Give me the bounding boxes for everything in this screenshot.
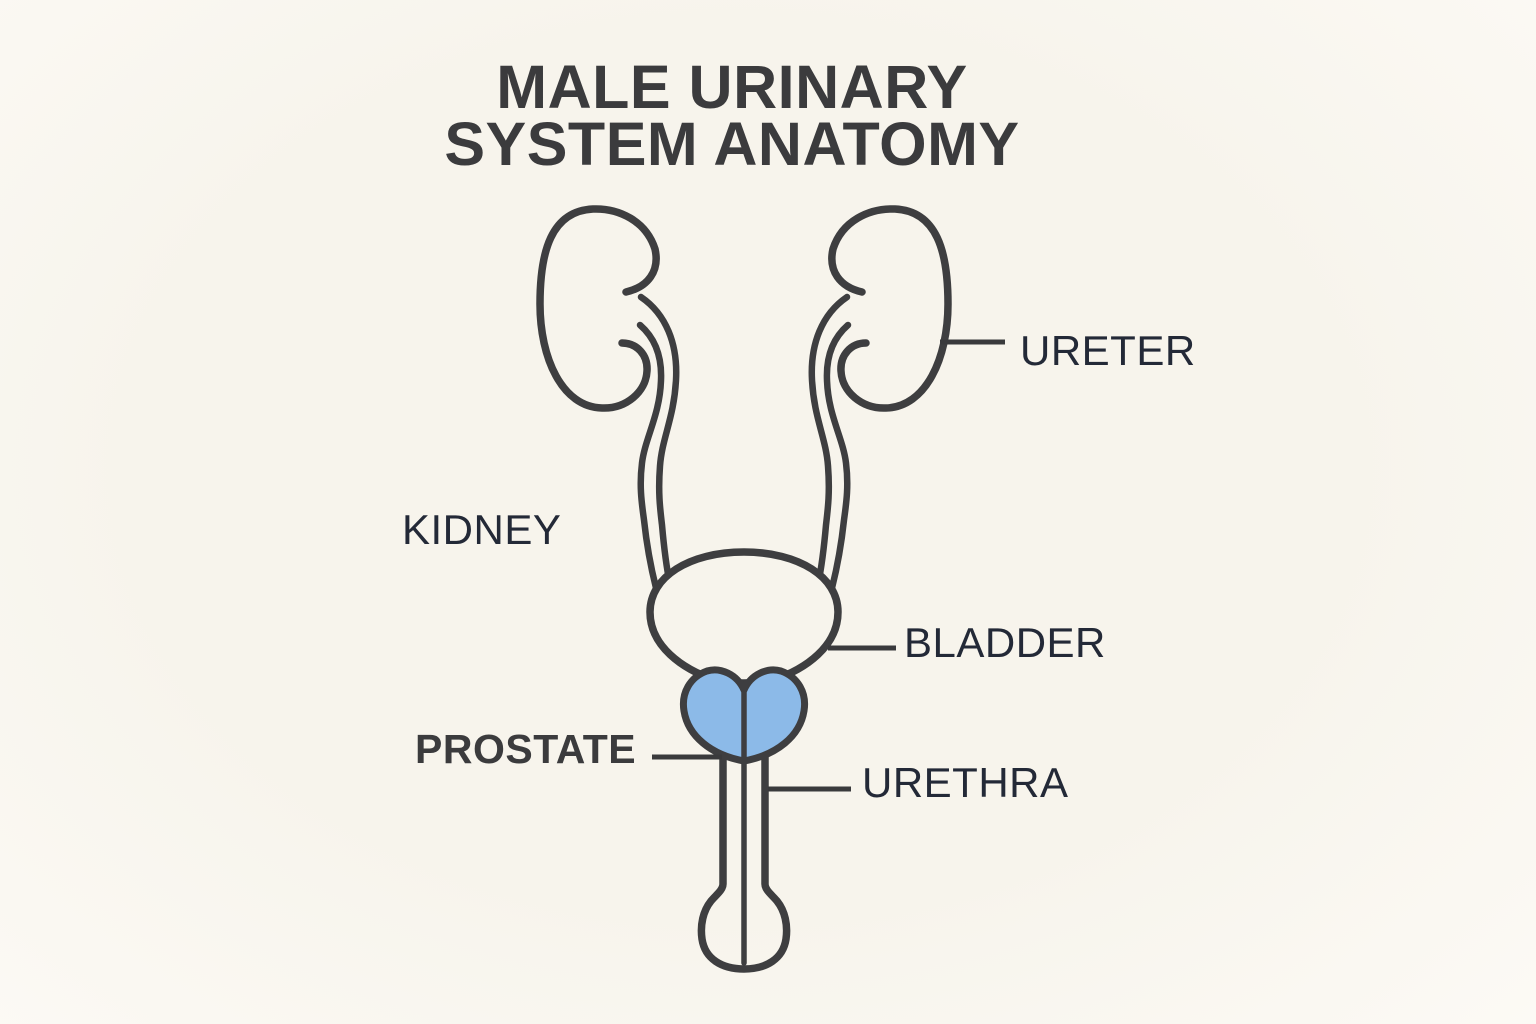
left-kidney-shape — [536, 205, 660, 412]
kidney-label: KIDNEY — [402, 506, 562, 553]
bladder-shape — [646, 548, 842, 687]
urethra-shape — [697, 741, 791, 973]
left-ureter-inner-line — [636, 321, 665, 592]
left-ureter-outer-line — [637, 293, 680, 589]
right-kidney-shape — [828, 205, 952, 412]
page-title-line2: SYSTEM ANATOMY — [444, 110, 1020, 178]
ureter-label: URETER — [1020, 327, 1196, 374]
bladder-label: BLADDER — [904, 619, 1106, 666]
page-title-line1: MALE URINARY — [496, 53, 968, 121]
prostate-label: PROSTATE — [415, 726, 637, 772]
right-ureter-outer-line — [808, 293, 851, 589]
urethra-label: URETHRA — [862, 759, 1069, 806]
page-title: MALE URINARY SYSTEM ANATOMY — [0, 53, 1464, 178]
right-ureter-inner-line — [823, 321, 852, 592]
